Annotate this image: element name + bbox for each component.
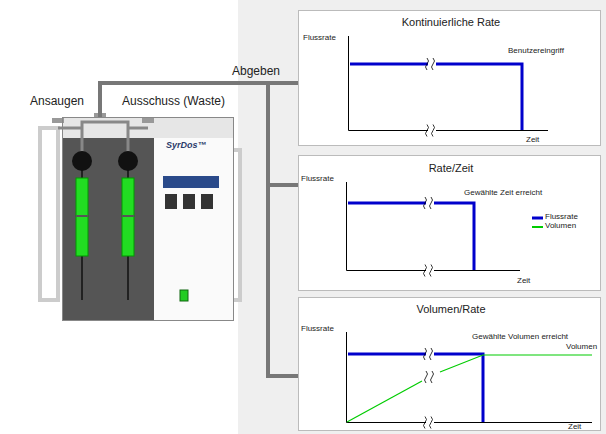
- event-label: Benutzereingriff: [508, 47, 564, 56]
- legend-sample: [532, 217, 543, 220]
- axis-label: Flussrate: [303, 34, 336, 43]
- chart-panel: Volumen/Rate: [298, 297, 604, 431]
- device-front: [62, 138, 154, 321]
- panel-ground: [238, 0, 606, 434]
- legend-samples: [532, 218, 543, 227]
- device: [40, 113, 240, 321]
- volume-line: [347, 355, 592, 422]
- power-light: [180, 290, 188, 301]
- legend-sample: [532, 226, 543, 228]
- dispense-tube: [100, 83, 298, 376]
- event-label: Gewählte Zeit erreicht: [464, 189, 542, 198]
- chart-panel: [299, 298, 601, 431]
- axis-label: Volumen: [566, 343, 597, 352]
- axis-label: Zeit: [568, 423, 581, 432]
- valve: [118, 151, 138, 171]
- axis-label: Zeit: [526, 136, 539, 145]
- tube: [82, 122, 128, 151]
- event-label: Gewählte Volumen erreicht: [472, 333, 568, 342]
- axes: [347, 36, 593, 423]
- tube-label: Ansaugen: [30, 95, 84, 108]
- legend-text: Volumen: [545, 222, 576, 231]
- syringe: [76, 178, 88, 256]
- chart-panel: Kontinuierliche Rate: [298, 10, 604, 146]
- legend-text: Flussrate: [545, 213, 578, 222]
- axis-label: Zeit: [517, 277, 530, 286]
- button: [165, 194, 177, 209]
- chart-title: Rate/Zeit: [299, 162, 603, 174]
- button: [201, 194, 213, 209]
- chart-panel: [299, 11, 601, 146]
- device-top: [62, 117, 234, 138]
- valve: [72, 151, 92, 171]
- flow-rate-line: [348, 64, 522, 422]
- chart-title: Volumen/Rate: [299, 303, 603, 315]
- device-body: [62, 138, 234, 321]
- button: [183, 194, 195, 209]
- t-connector: [142, 118, 154, 123]
- display: [163, 176, 219, 188]
- device-box: SyrDos™: [62, 117, 234, 321]
- syringe: [122, 178, 134, 256]
- axis-breaks: [424, 58, 437, 429]
- axis-label: Flussrate: [301, 325, 334, 334]
- tube-label: Ausschuss (Waste): [122, 95, 225, 108]
- chart-title: Kontinuierliche Rate: [299, 16, 603, 28]
- tube-label: Abgeben: [232, 65, 280, 78]
- axis-label: Flussrate: [301, 175, 334, 184]
- chart-panel: [299, 156, 601, 291]
- intake-tube: [40, 128, 58, 300]
- brand-name: SyrDos™: [166, 140, 207, 150]
